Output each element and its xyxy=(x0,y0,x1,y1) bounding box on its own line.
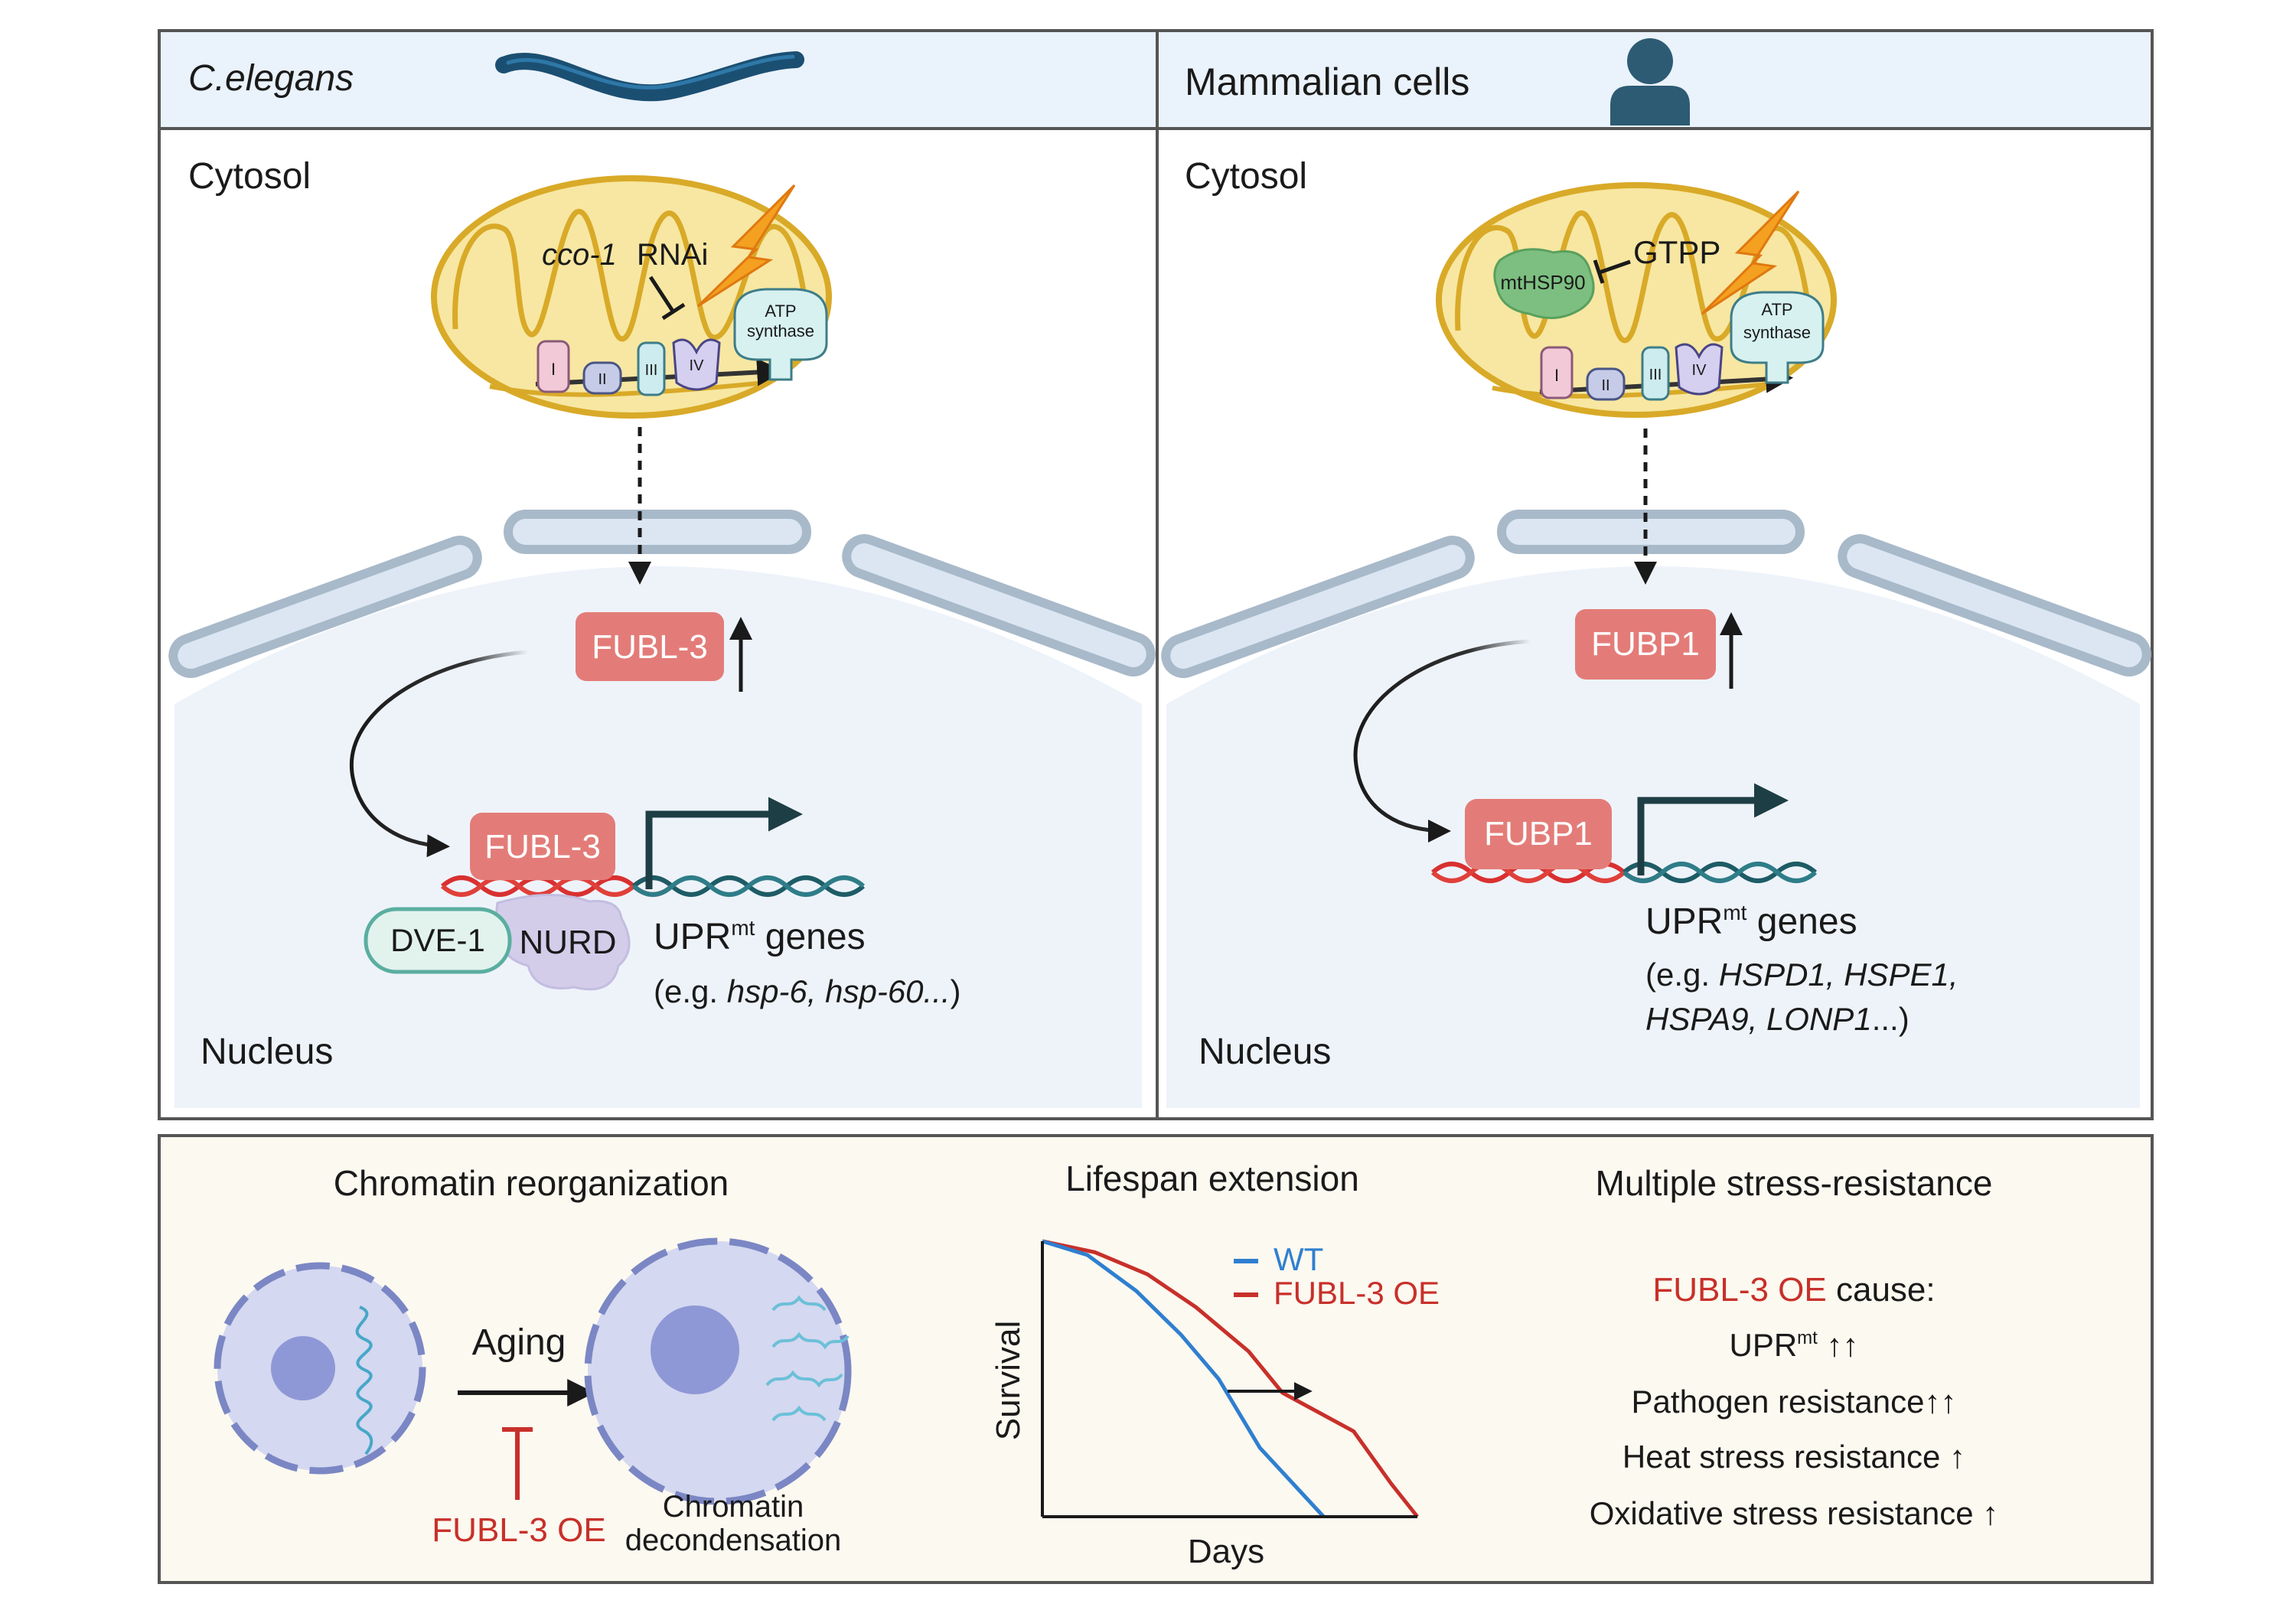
svg-text:III: III xyxy=(645,362,658,379)
complex-IV: IV xyxy=(1675,343,1724,396)
condensed-chromatin xyxy=(355,1305,373,1455)
svg-text:I: I xyxy=(551,360,556,379)
atp-synthase: ATP synthase xyxy=(1730,291,1825,384)
left-header xyxy=(158,29,1159,130)
svg-text:I: I xyxy=(1554,366,1559,385)
aged-nucleus xyxy=(584,1237,852,1505)
left-organism-label: C.elegans xyxy=(188,58,354,99)
svg-text:FUBL-3: FUBL-3 xyxy=(592,628,708,666)
mthsp90-protein: mtHSP90 xyxy=(1493,248,1595,319)
x-axis-label: Days xyxy=(1188,1533,1264,1570)
right-organism-label: Mammalian cells xyxy=(1185,60,1469,103)
complex-I: I xyxy=(536,340,570,393)
svg-text:FUBL-3: FUBL-3 xyxy=(484,828,601,865)
complex-III: III xyxy=(1641,346,1670,401)
stress-item-pathogen: Pathogen resistance↑↑ xyxy=(1632,1384,1957,1420)
svg-text:IV: IV xyxy=(690,357,705,374)
fubl3-upregulated: FUBL-3 xyxy=(576,612,724,681)
decondensation-line2: decondensation xyxy=(625,1524,841,1557)
decondensed-chromatin xyxy=(765,1295,850,1422)
inhibition-line xyxy=(648,275,676,314)
translocation-arrow xyxy=(1353,639,1531,843)
fubl3-bound: FUBL-3 xyxy=(470,813,615,880)
nuclear-envelope-segment xyxy=(1838,534,2151,676)
right-upr-examples-1: (e.g. HSPD1, HSPE1, xyxy=(1645,957,1958,993)
y-axis-label: Survival xyxy=(990,1321,1027,1441)
complex-III: III xyxy=(637,341,666,396)
fubp1-bound: FUBP1 xyxy=(1465,799,1612,869)
inhibition-line xyxy=(1599,259,1631,275)
legend-label-fubl3-oe: FUBL-3 OE xyxy=(1274,1275,1440,1311)
svg-text:IV: IV xyxy=(1692,362,1707,379)
svg-text:synthase: synthase xyxy=(1743,323,1811,342)
lifespan-title: Lifespan extension xyxy=(1065,1159,1359,1198)
stress-item-oxidative: Oxidative stress resistance ↑ xyxy=(1590,1495,1999,1531)
dve1-protein: DVE-1 xyxy=(364,907,512,974)
complex-II: II xyxy=(1586,367,1626,401)
chromatin-title: Chromatin reorganization xyxy=(334,1163,729,1203)
stress-upr: UPRmt ↑↑ xyxy=(1729,1327,1858,1363)
left-dna xyxy=(441,875,865,897)
right-dna xyxy=(1431,862,1817,883)
left-panel: C.elegans Cytosol Nucleus I II I xyxy=(158,29,1159,1120)
left-cytosol-label: Cytosol xyxy=(188,156,311,197)
nurd-complex: NURD xyxy=(494,894,631,991)
right-panel: Mammalian cells Cytosol Nucleus I II xyxy=(1156,29,2154,1120)
atp-synthase: ATP synthase xyxy=(733,288,828,381)
person-icon xyxy=(1610,38,1690,125)
nuclear-envelope-segment xyxy=(842,534,1156,676)
svg-text:II: II xyxy=(598,371,606,388)
stress-title: Multiple stress-resistance xyxy=(1596,1163,1993,1203)
left-upr-genes: UPRmt genes xyxy=(654,916,866,957)
lightning-icon xyxy=(1701,190,1800,315)
transcription-start-arrow xyxy=(1637,783,1789,875)
left-nucleus-label: Nucleus xyxy=(201,1032,333,1072)
stress-item-heat: Heat stress resistance ↑ xyxy=(1623,1439,1965,1475)
legend-label-wt: WT xyxy=(1274,1241,1323,1277)
svg-text:mtHSP90: mtHSP90 xyxy=(1500,271,1585,294)
svg-text:FUBP1: FUBP1 xyxy=(1484,815,1593,852)
nuclear-envelope-segment xyxy=(168,536,482,678)
right-upr-genes: UPRmt genes xyxy=(1645,901,1857,942)
transcription-start-arrow xyxy=(645,797,803,889)
fubl3-oe-inhibitor: FUBL-3 OE xyxy=(432,1511,605,1549)
survival-curve-wt xyxy=(1042,1239,1326,1518)
decondensation-line1: Chromatin xyxy=(663,1490,804,1524)
complex-IV: IV xyxy=(672,338,721,391)
lightning-icon xyxy=(696,184,796,308)
right-upr-examples-2: HSPA9, LONP1...) xyxy=(1645,1001,1910,1037)
aging-label: Aging xyxy=(472,1322,566,1363)
right-nucleus xyxy=(1161,510,2151,1108)
nuclear-envelope-segment xyxy=(504,510,811,554)
svg-text:ATP: ATP xyxy=(1761,300,1792,319)
complex-II: II xyxy=(582,361,622,395)
young-nucleus xyxy=(214,1262,426,1475)
right-cytosol-label: Cytosol xyxy=(1185,156,1307,197)
left-upr-examples: (e.g. hsp-6, hsp-60...) xyxy=(654,973,961,1009)
svg-text:III: III xyxy=(1649,367,1662,383)
svg-text:DVE-1: DVE-1 xyxy=(390,922,485,958)
svg-text:II: II xyxy=(1601,377,1609,394)
bottom-panel: Chromatin reorganization Aging FUBL-3 OE… xyxy=(158,1134,2154,1584)
translocation-arrow xyxy=(349,650,529,858)
complex-I: I xyxy=(1540,346,1574,399)
stress-cause: FUBL-3 OE cause: xyxy=(1652,1271,1935,1309)
right-nucleus-label: Nucleus xyxy=(1199,1032,1331,1072)
svg-text:NURD: NURD xyxy=(519,924,616,961)
survival-curve-fubl3-oe xyxy=(1042,1239,1419,1518)
svg-text:ATP: ATP xyxy=(765,302,796,321)
svg-text:synthase: synthase xyxy=(747,321,814,341)
rnai-label: RNAi xyxy=(637,238,708,272)
fubp1-upregulated: FUBP1 xyxy=(1575,609,1716,680)
nuclear-envelope-segment xyxy=(1497,510,1805,554)
gtpp-label: GTPP xyxy=(1633,234,1720,270)
nuclear-envelope-segment xyxy=(1161,536,1475,678)
svg-text:FUBP1: FUBP1 xyxy=(1591,625,1700,663)
rnai-gene: cco-1 xyxy=(542,238,617,272)
survival-chart: Survival Days WT FUBL-3 OE xyxy=(990,1239,1440,1570)
